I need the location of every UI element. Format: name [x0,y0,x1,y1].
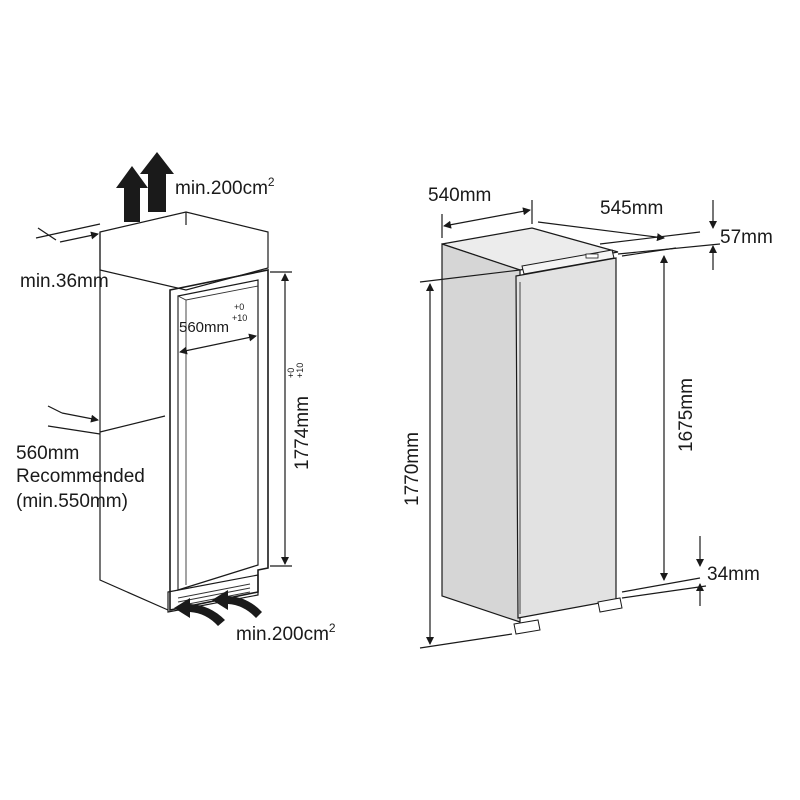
bottom-offset-label: 34mm [707,564,760,585]
inner-width-tol-bottom: +10 [232,313,247,323]
depth-label-recommended: Recommended [16,466,145,487]
niche-height-label: 1774mm [292,396,313,470]
top-vent-arrows [116,152,174,222]
appliance [441,227,623,635]
appliance-width-label: 540mm [428,185,491,206]
inner-width-tol-top: +0 [234,302,244,312]
niche-cabinet [99,211,269,613]
niche-front-frame [169,269,269,611]
appliance-door [515,257,617,619]
hinge-detail [585,253,599,259]
door-height-label: 1675mm [676,378,697,452]
depth-label-value: 560mm [16,443,79,464]
vent-arrow-in-icon [174,598,225,626]
plinth [167,574,259,613]
niche-height-tol-top: +0 [286,368,296,378]
inner-width-label: 560mm [179,319,229,336]
cabinet-top-panel [99,211,269,291]
top-vent-label: min.200cm2 [175,175,275,199]
bottom-offset-dimension [621,536,707,606]
vent-arrow-up-icon [116,166,148,222]
cabinet-left-side [99,232,169,611]
bottom-vent-arrows [174,590,262,626]
vent-arrow-in-icon [212,590,262,618]
appliance-depth-dimension [537,221,701,245]
inner-width-dimension [179,333,257,355]
door-height-dimension [621,247,701,593]
bottom-vent-label: min.200cm2 [236,621,336,645]
depth-label-min: (min.550mm) [16,491,128,512]
niche-height-tol-bottom: +10 [295,363,305,378]
side-gap-label: min.36mm [20,271,109,292]
total-height-dimension [419,269,521,649]
appliance-side [441,243,521,623]
bottom-bracket [513,619,541,635]
niche-depth-dimension [47,405,101,435]
bottom-bracket [597,597,623,613]
appliance-depth-label: 545mm [600,198,663,219]
vent-arrow-up-icon [140,152,174,212]
appliance-width-dimension [441,200,533,238]
niche-height-dimension [270,271,292,567]
side-gap-dimension [35,223,101,243]
top-offset-label: 57mm [720,227,773,248]
total-height-label: 1770mm [402,432,423,506]
